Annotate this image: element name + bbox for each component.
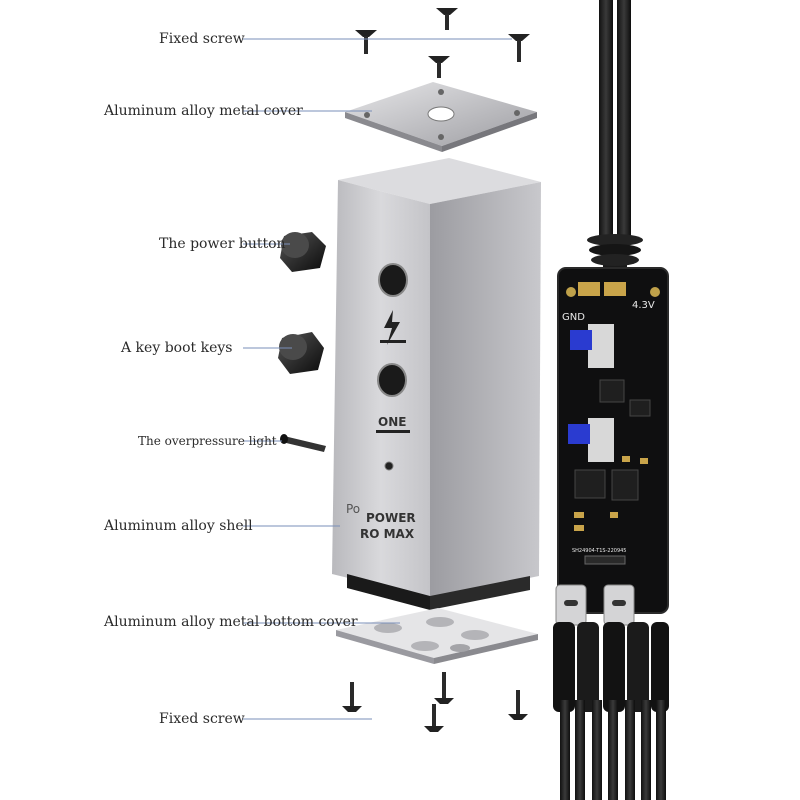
label-fixed-screw-top: Fixed screw [159, 31, 245, 47]
lightning-icon [384, 310, 400, 345]
screw-icon [355, 30, 377, 54]
label-power-button: The power button [159, 236, 286, 252]
pcb-board: GND 4.3V SH24904-T1S-220945 [557, 267, 669, 614]
switch-blue-2 [568, 424, 590, 444]
power-button-knob [280, 232, 326, 272]
aluminum-shell: ONE Po POWER RO MAX [332, 158, 541, 610]
label-fixed-screw-bottom: Fixed screw [159, 711, 245, 727]
label-bottom-cover: Aluminum alloy metal bottom cover [104, 614, 358, 630]
label-key-boot-keys: A key boot keys [121, 340, 233, 356]
screw-icon [508, 34, 530, 62]
key-boot-knob [278, 332, 324, 374]
label-shell: Aluminum alloy shell [104, 518, 253, 534]
screw-icon [342, 682, 362, 712]
bottom-cover-plate [336, 608, 538, 664]
brand-prefix: Po [346, 502, 360, 516]
top-cables [587, 0, 643, 275]
leader-lines [243, 38, 512, 720]
top-cover-plate [345, 82, 537, 152]
label-overpressure-light: The overpressure light [138, 434, 277, 448]
overpressure-light-pin [280, 434, 326, 452]
top-screws [355, 8, 530, 78]
label-metal-cover: Aluminum alloy metal cover [104, 103, 303, 119]
brand-line-1: POWER [366, 511, 416, 525]
switch-blue-1 [570, 330, 592, 350]
key-label: ONE [378, 415, 406, 429]
screw-icon [436, 8, 458, 30]
screw-icon [434, 672, 454, 704]
screw-icon [508, 690, 528, 720]
bottom-screws [342, 672, 528, 732]
gnd-label: GND [562, 312, 585, 323]
screw-icon [424, 704, 444, 732]
screw-icon [428, 56, 450, 78]
bottom-cables [553, 584, 669, 800]
voltage-label: 4.3V [632, 300, 655, 311]
pcb-serial: SH24904-T1S-220945 [572, 548, 627, 554]
brand-line-2: RO MAX [360, 527, 415, 541]
